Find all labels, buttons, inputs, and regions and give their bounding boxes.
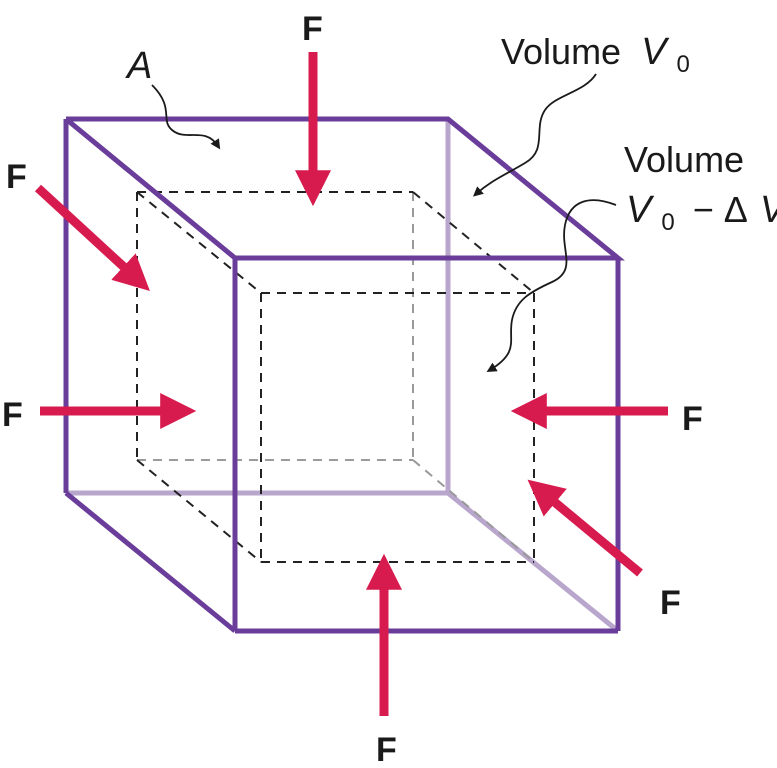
force-label-right: F — [682, 400, 703, 438]
volume-v0-word: Volume — [501, 31, 621, 72]
force-arrows — [34, 52, 668, 716]
svg-text:Volume V 0: Volume V 0 — [501, 31, 690, 78]
force-arrow-lower-right — [527, 479, 643, 577]
outer-cube-hidden-edges — [66, 119, 620, 633]
leader-volume-compressed — [486, 199, 617, 373]
leader-volume-v0 — [472, 73, 597, 197]
leader-area — [151, 84, 221, 150]
volume-v0-label: Volume V 0 — [501, 31, 690, 78]
volume-compressed-subscript: 0 — [661, 209, 674, 236]
volume-compressed-word: Volume — [624, 139, 744, 180]
force-arrow-upper-left — [34, 184, 150, 291]
volume-v0-subscript: 0 — [676, 51, 689, 78]
outer-cube-edges — [63, 116, 626, 634]
force-label-upper-left: F — [6, 158, 27, 196]
inner-cube-dashed — [136, 191, 535, 563]
force-label-top: F — [302, 10, 323, 48]
volume-v0-symbol: V — [641, 31, 670, 73]
volume-compressed-label: Volume V 0 − Δ V — [624, 139, 777, 238]
area-label: A — [125, 45, 152, 87]
volume-compressed-v0-symbol: V — [626, 189, 655, 231]
force-label-bottom: F — [376, 731, 397, 768]
svg-text:V 0 − Δ V: V 0 − Δ V — [626, 189, 777, 238]
volume-compressed-minus-delta: − Δ — [693, 189, 747, 230]
leader-lines — [151, 73, 617, 373]
volume-compressed-v-symbol: V — [760, 189, 777, 231]
force-labels: F F F F F F — [2, 10, 703, 768]
force-label-left: F — [2, 396, 23, 434]
force-label-lower-right: F — [660, 584, 681, 622]
